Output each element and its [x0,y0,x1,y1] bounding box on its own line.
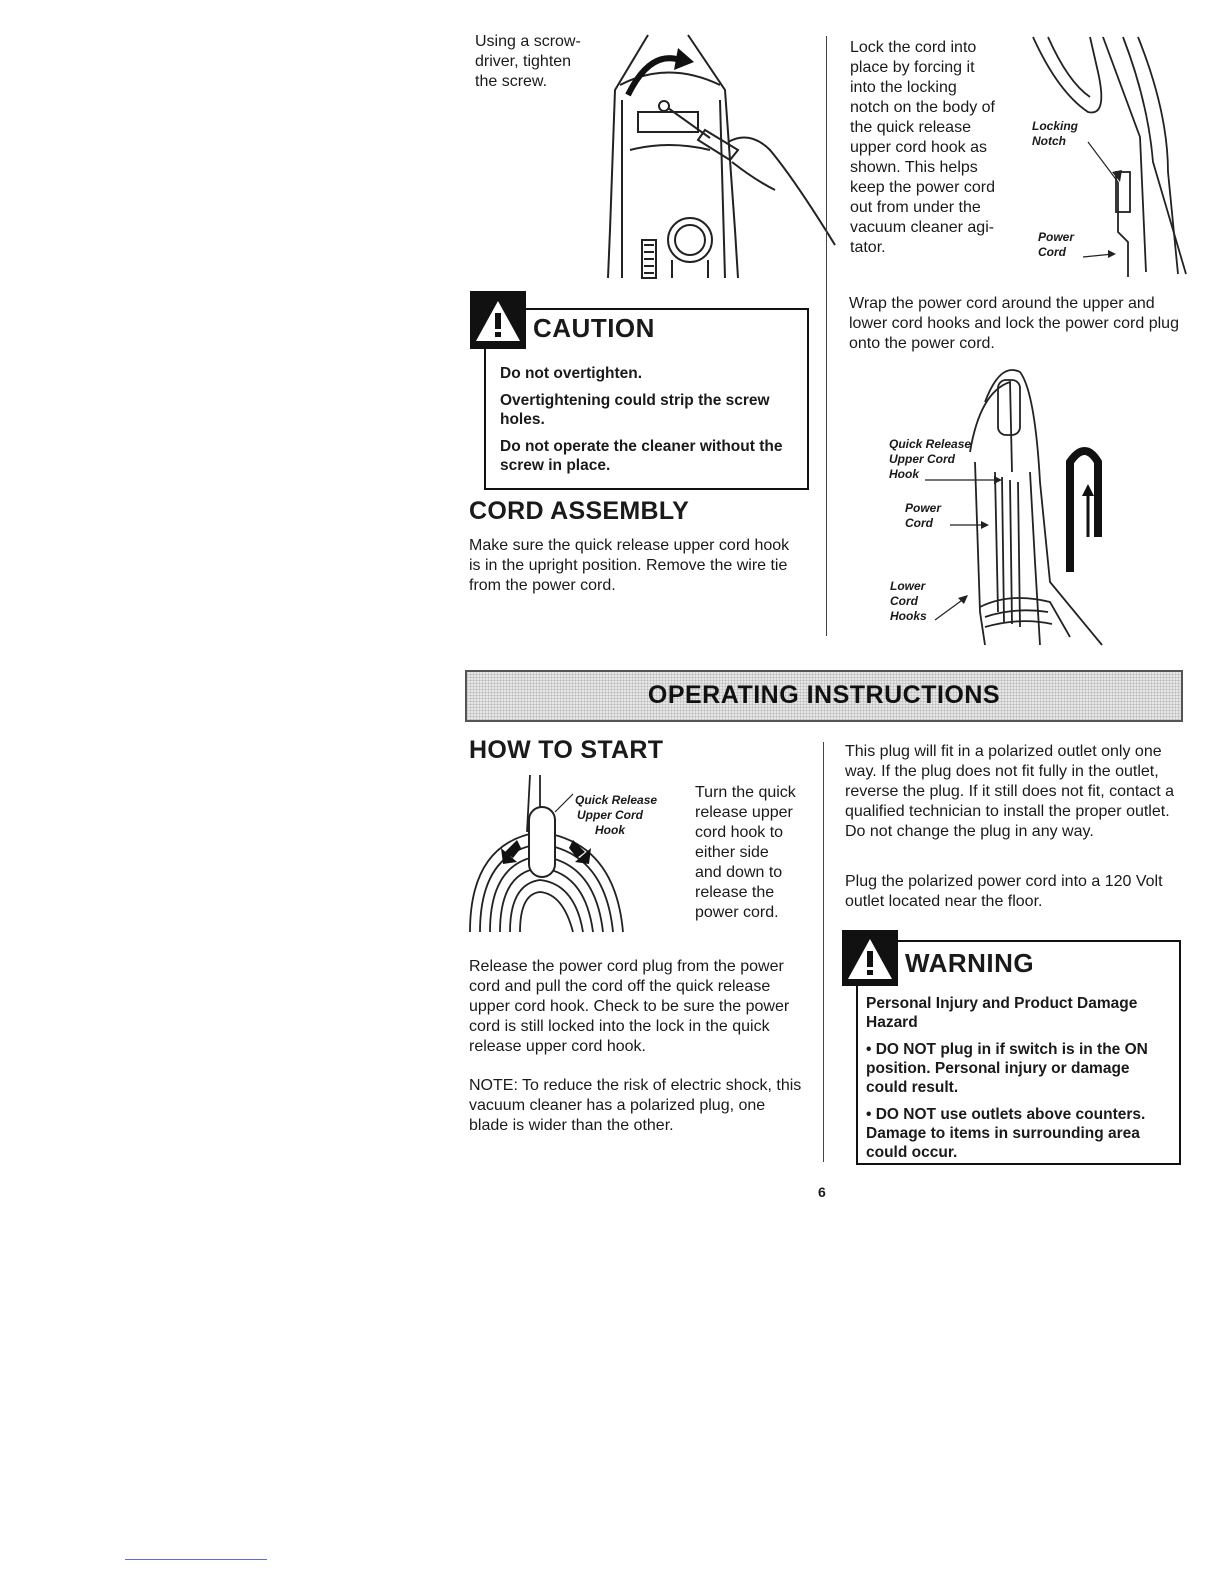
caution-title: CAUTION [533,313,655,343]
lock-cord-line: tator. [850,239,886,256]
quick-release-hook-label: Quick Release Upper Cord Hook [889,437,972,481]
lock-cord-line: upper cord hook as [850,139,987,156]
locking-notch-illustration [1028,32,1188,277]
caution-text: Do not overtighten. Overtightening could… [500,364,800,483]
lock-cord-line: into the locking [850,79,957,96]
polarized-plug-text: This plug will fit in a polarized outlet… [845,743,1175,840]
lock-cord-line: keep the power cord [850,179,995,196]
caution-line: Overtightening could strip the screw hol… [500,392,770,428]
turn-hook-text: Turn the quick release upper cord hook t… [695,784,796,921]
warning-box: Personal Injury and Product Damage Hazar… [856,940,1181,1165]
lock-cord-text: Lock the cord into place by forcing it i… [850,38,1028,258]
screw-step-line: driver, tighten [475,53,572,70]
cord-hook-release-illustration [465,772,635,937]
quick-release-hook-label-2: Quick Release Upper Cord Hook [575,793,658,837]
wrap-cord-text: Wrap the power cord around the upper and… [849,295,1179,352]
warning-line: • DO NOT plug in if switch is in the ON … [866,1041,1148,1096]
note-label: NOTE: [469,1077,518,1094]
cord-assembly-text: Make sure the quick release upper cord h… [469,537,790,594]
how-to-start-heading: HOW TO START [469,736,664,764]
caution-line: Do not overtighten. [500,365,643,382]
power-cord-label: Power Cord [1038,230,1075,259]
warning-line: • DO NOT use outlets above counters. Dam… [866,1106,1146,1161]
power-cord-label-2: Power Cord [905,501,942,530]
warning-triangle-icon [470,291,526,349]
warning-line: Personal Injury and Product Damage Hazar… [866,995,1138,1031]
lock-cord-line: out from under the [850,199,981,216]
lower-cord-hooks-label: Lower Cord Hooks [890,579,927,623]
cord-wrap-illustration [940,362,1105,647]
warning-triangle-icon [842,930,898,986]
locking-notch-label: Locking Notch [1032,119,1079,148]
column-divider [826,36,827,636]
footer-rule [125,1559,267,1560]
release-cord-text: Release the power cord plug from the pow… [469,958,790,1055]
warning-text: Personal Injury and Product Damage Hazar… [866,994,1171,1170]
operating-instructions-banner: OPERATING INSTRUCTIONS [465,670,1183,722]
caution-line: Do not operate the cleaner without the s… [500,438,783,474]
cord-assembly-heading: CORD ASSEMBLY [469,497,690,525]
label-leader-lines [925,476,1002,621]
lock-cord-line: vacuum cleaner agi- [850,219,995,236]
lock-cord-line: shown. This helps [850,159,978,176]
screw-step-text: Using a scrow- driver, tighten the screw… [475,32,615,92]
note-text: NOTE: To reduce the risk of electric sho… [469,1077,802,1134]
column-divider-bottom [823,742,824,1162]
banner-title: OPERATING INSTRUCTIONS [647,681,1001,709]
screw-step-line: the screw. [475,73,548,90]
lock-cord-line: Lock the cord into [850,39,977,56]
plug-in-text: Plug the polarized power cord into a 120… [845,873,1163,910]
caution-box: Do not overtighten. Overtightening could… [484,308,809,490]
screwdriver-illustration [560,30,845,280]
lock-cord-line: place by forcing it [850,59,975,76]
warning-title: WARNING [905,948,1035,978]
page-number: 6 [818,1184,826,1200]
screw-step-line: Using a scrow- [475,33,581,50]
lock-cord-line: notch on the body of [850,99,995,116]
lock-cord-line: the quick release [850,119,971,136]
